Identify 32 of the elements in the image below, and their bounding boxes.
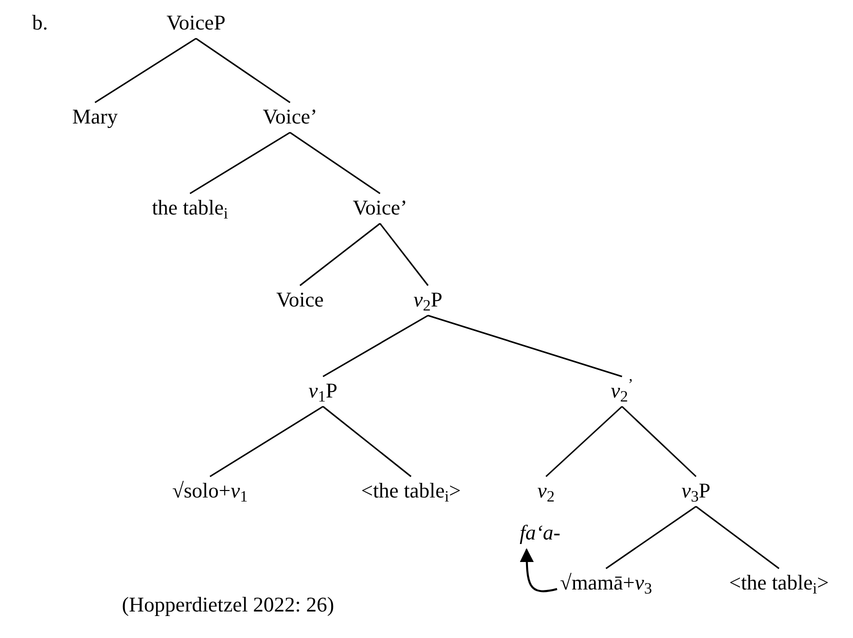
tree-node-label: v$_{3}$P [680, 476, 712, 506]
tree-branch [300, 222, 380, 286]
tree-node-label: fa‘a- [518, 518, 562, 548]
tree-node-label: Voice’ [352, 194, 408, 222]
tree-branch [190, 132, 290, 194]
tree-branch [322, 406, 412, 478]
tree-node-label: Voice’ [262, 102, 318, 132]
tree-branch [196, 38, 290, 104]
citation: (Hopperdietzel 2022: 26) [122, 594, 334, 616]
tree-branch [379, 223, 429, 286]
tree-node-label: <the table$_{i}$> [728, 568, 830, 598]
tree-branch [210, 406, 324, 478]
tree-node-label: √mamā+v$_{3}$ [559, 568, 653, 598]
tree-node-label: Mary [71, 102, 119, 132]
tree-node-label: <the table$_{i}$> [360, 476, 462, 506]
tree-branch [696, 506, 780, 570]
tree-node-label: the table$_{i}$ [150, 194, 230, 222]
tree-branch [546, 406, 622, 478]
tree-node-label: VoiceP [165, 8, 227, 38]
tree-node-label: v$_{1}$P [308, 376, 338, 406]
tree-node-label: v$_{2}$P [412, 286, 444, 314]
tree-branch [290, 132, 380, 194]
tree-node-label: Voice [275, 286, 325, 314]
tree-branch [94, 38, 196, 104]
tree-branch [322, 314, 428, 378]
tree-branch [428, 314, 622, 378]
example-label: b. [32, 12, 48, 34]
tree-branch [621, 406, 697, 478]
movement-arrow [520, 548, 558, 592]
tree-node-label: v$_{2}$ [536, 476, 556, 506]
tree-branch [606, 506, 696, 570]
tree-node-label: √solo+v$_{1}$ [171, 476, 249, 506]
